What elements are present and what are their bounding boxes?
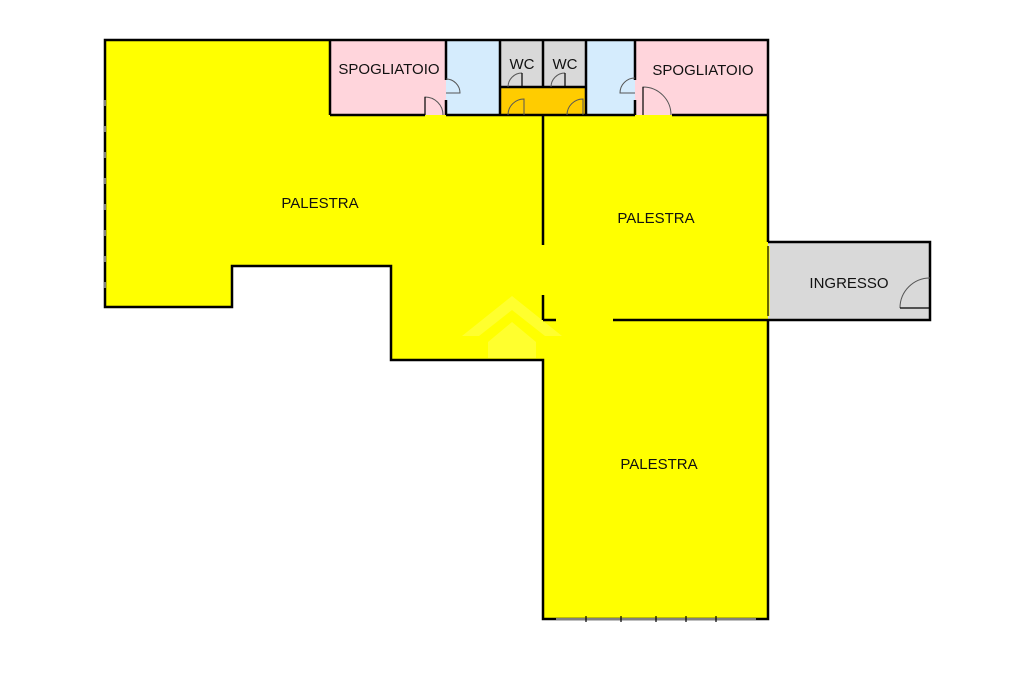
label-spogliatoio-right: SPOGLIATOIO	[652, 62, 753, 79]
ingresso-area	[768, 242, 930, 320]
shower-right-area	[586, 40, 635, 115]
spogliatoio-left-area	[330, 40, 446, 115]
label-palestra-center: PALESTRA	[617, 210, 694, 227]
label-palestra-south: PALESTRA	[620, 456, 697, 473]
palestra-main-area	[105, 40, 543, 360]
palestra-center-area	[543, 115, 768, 321]
corridor-area	[500, 87, 586, 115]
label-wc-right: WC	[553, 56, 578, 73]
watermark-logo	[462, 296, 562, 358]
south-windows	[556, 616, 756, 622]
palestra-south-area	[543, 321, 768, 619]
label-spogliatoio-left: SPOGLIATOIO	[338, 61, 439, 78]
shower-left-area	[446, 40, 500, 115]
door-swings	[424, 72, 931, 309]
outer-wall-north	[330, 38, 770, 242]
label-wc-left: WC	[510, 56, 535, 73]
label-ingresso: INGRESSO	[809, 275, 888, 292]
spogliatoio-right-area	[635, 40, 768, 115]
entrance-wall	[768, 240, 932, 322]
label-palestra-main: PALESTRA	[281, 195, 358, 212]
